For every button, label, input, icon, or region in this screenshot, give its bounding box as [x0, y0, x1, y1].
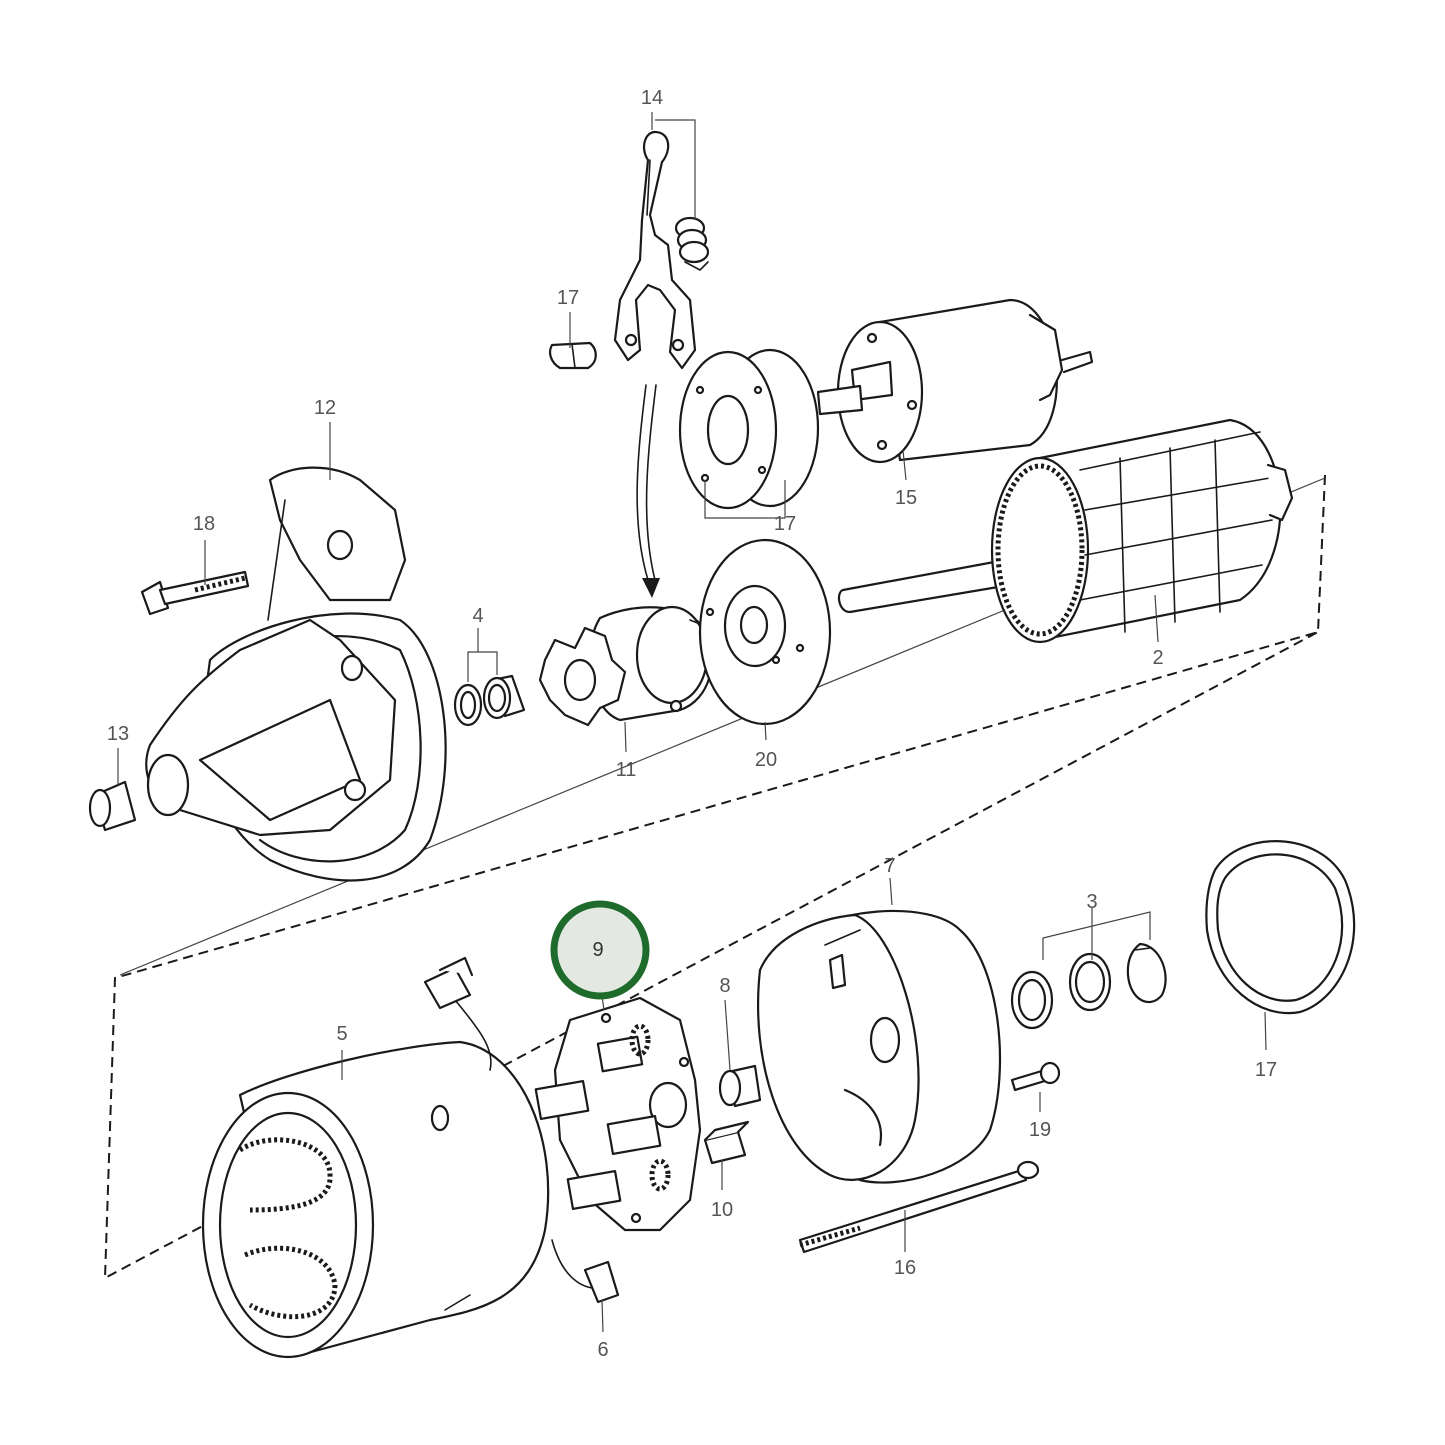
callout-19: 19 [1029, 1119, 1051, 1141]
callout-13: 13 [107, 723, 129, 745]
callout-10: 10 [711, 1199, 733, 1221]
intermediate-disc-part [698, 538, 832, 726]
callout-labels: 14 17 12 18 17 15 4 2 13 11 20 7 3 9 8 5… [107, 87, 1277, 1361]
solenoid-part [816, 298, 1094, 464]
callout-9: 9 [592, 939, 603, 961]
pivot-pin-part [549, 341, 597, 370]
shift-fork-part [613, 130, 697, 370]
drive-end-housing-part [145, 466, 447, 882]
callout-7: 7 [884, 855, 895, 877]
shim-set-part [1010, 942, 1167, 1030]
callout-2: 2 [1152, 647, 1163, 669]
callout-14: 14 [641, 87, 663, 109]
callout-5: 5 [336, 1023, 347, 1045]
callout-8: 8 [719, 975, 730, 997]
leader-lines [117, 112, 1267, 1333]
end-bush-part [718, 1064, 762, 1108]
callout-17-pin: 17 [557, 287, 579, 309]
callout-16: 16 [894, 1257, 916, 1279]
screw-part [1010, 1061, 1061, 1092]
field-frame-part [201, 1040, 550, 1359]
callout-17-plate: 17 [774, 513, 796, 535]
highlight-marker [550, 900, 650, 1000]
callout-6: 6 [597, 1339, 608, 1361]
callout-3: 3 [1086, 891, 1097, 913]
field-lead-part [423, 956, 492, 1071]
callout-20: 20 [755, 749, 777, 771]
callout-12: 12 [314, 397, 336, 419]
solenoid-plate-part [678, 348, 820, 510]
bushing-part [88, 780, 137, 832]
callout-15: 15 [895, 487, 917, 509]
callout-17-ring: 17 [1255, 1059, 1277, 1081]
callout-18: 18 [193, 513, 215, 535]
assembly-arrow [636, 384, 660, 598]
long-bolt-part [798, 1160, 1040, 1254]
callout-11: 11 [616, 759, 637, 781]
brush-part [703, 1120, 750, 1165]
pinion-drive-part [538, 605, 716, 727]
brush-plate-part [534, 996, 702, 1232]
armature-part [837, 418, 1294, 644]
end-frame-part [756, 909, 1002, 1184]
sealing-ring-part [1205, 840, 1356, 1015]
callout-4: 4 [472, 605, 483, 627]
brush-lead-part [551, 1239, 620, 1304]
washer-set-part [453, 674, 526, 727]
return-spring-part [674, 216, 710, 271]
through-bolt-part [140, 570, 250, 616]
